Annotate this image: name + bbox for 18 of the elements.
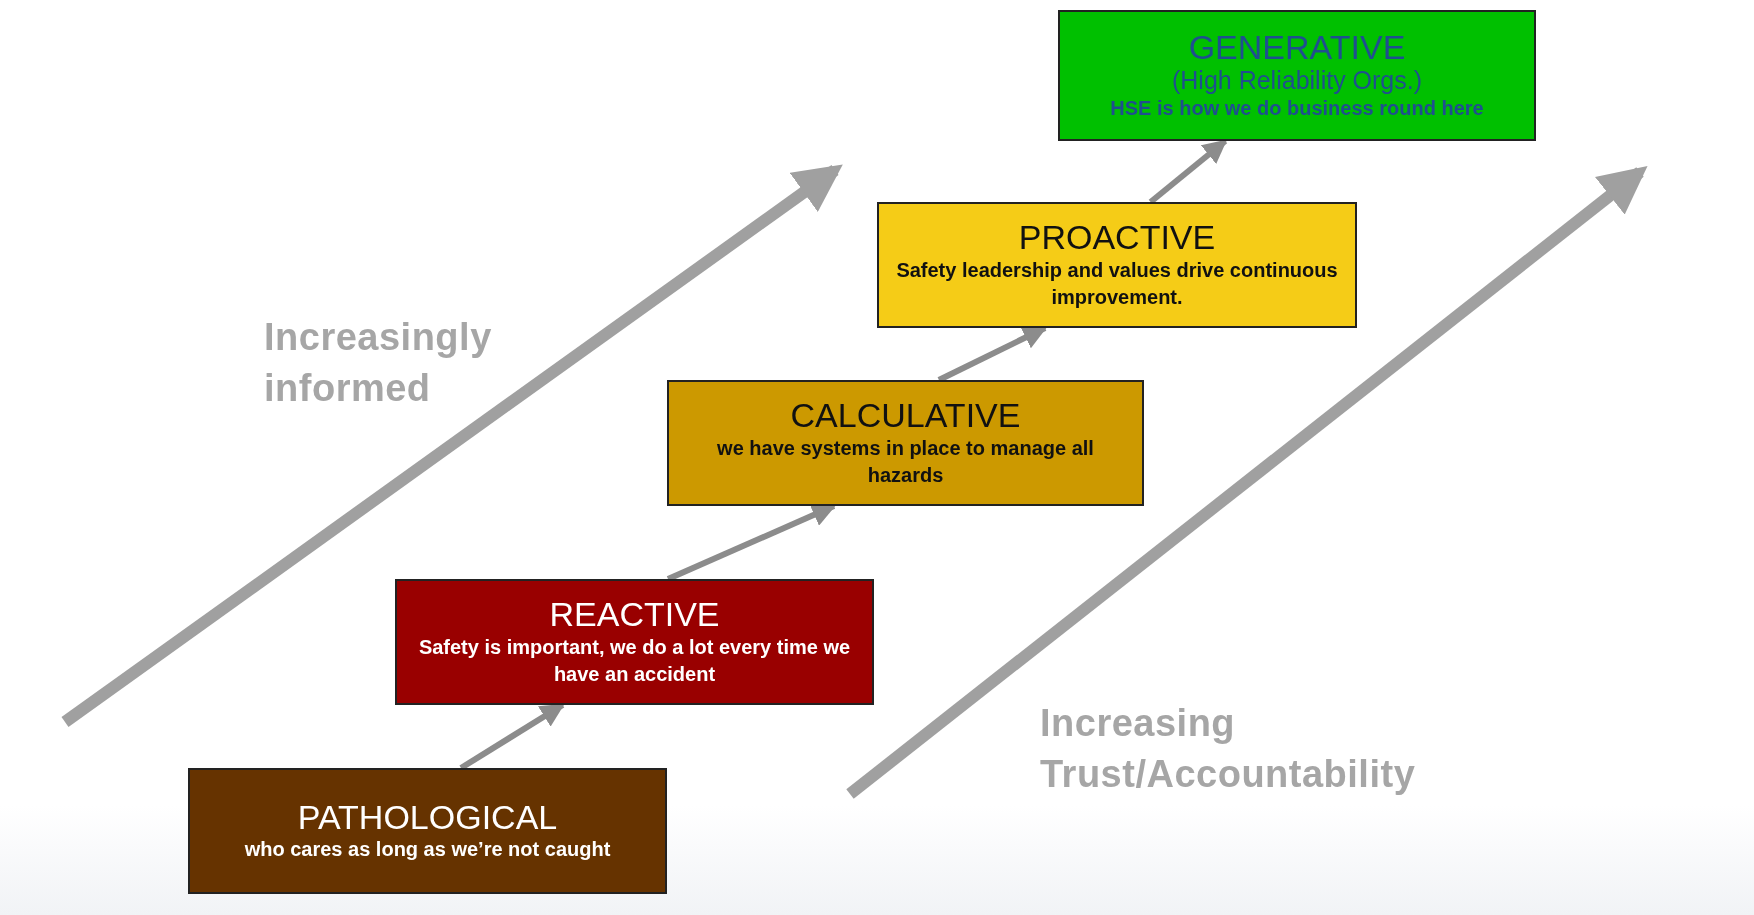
stage-box [1058, 10, 1536, 141]
stage-title: PROACTIVE [1018, 219, 1216, 257]
stage-description: who cares as long as we’re not caught [244, 837, 611, 863]
stage-title: PATHOLOGICAL [297, 798, 558, 837]
stage-subtitle: (High Reliability Orgs.) [1171, 66, 1423, 96]
stage-title: CALCULATIVE [790, 397, 1021, 435]
axis-label: Increasingly informed [264, 315, 493, 412]
axis-label: Increasing Trust/Accountability [1040, 701, 1417, 798]
stage-description: Safety leadership and values drive continuous improvement. [895, 257, 1339, 310]
stage-title: GENERATIVE [1188, 28, 1406, 67]
stage-title: REACTIVE [549, 596, 720, 634]
stage-box [667, 380, 1144, 506]
stage-description: we have systems in place to manage all hazards [716, 435, 1095, 488]
stage-box [395, 579, 874, 705]
stage-description: HSE is how we do business round here [1110, 96, 1484, 122]
stage-box [188, 768, 667, 894]
stage-box [877, 202, 1357, 328]
stage-description: Safety is important, we do a lot every time we have an accident [417, 634, 852, 687]
